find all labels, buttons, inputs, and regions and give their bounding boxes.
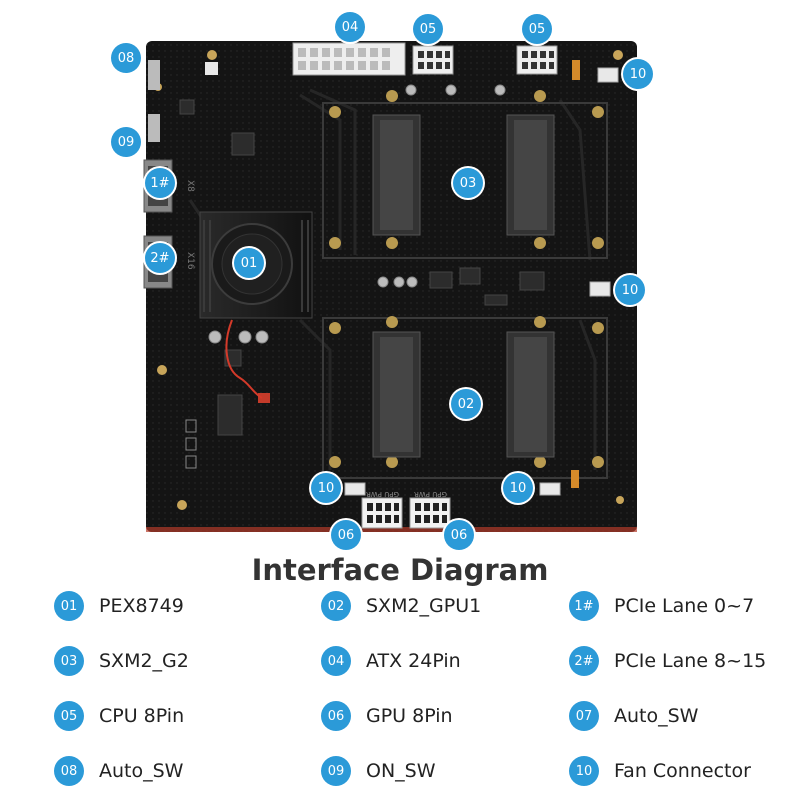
board-callout-09: 09 <box>111 127 141 157</box>
cpu-8pin-connector-b <box>516 45 558 75</box>
legend-label: PEX8749 <box>99 595 184 617</box>
legend-badge: 08 <box>54 756 84 786</box>
legend-item-2hash: 2# PCIe Lane 8~15 <box>569 644 766 678</box>
board-photo-area: X8 X16 <box>111 12 653 550</box>
board-callout-06: 06 <box>444 520 474 550</box>
legend-item-01: 01 PEX8749 <box>54 589 184 623</box>
pcb-board: X8 X16 <box>143 41 637 532</box>
legend-item-03: 03 SXM2_G2 <box>54 644 189 678</box>
legend-label: SXM2_G2 <box>99 650 189 672</box>
legend-item-1hash: 1# PCIe Lane 0~7 <box>569 589 754 623</box>
legend-label: Auto_SW <box>99 760 184 782</box>
legend-item-02: 02 SXM2_GPU1 <box>321 589 481 623</box>
board-callout-10: 10 <box>623 59 653 89</box>
fan-headers <box>344 67 619 496</box>
legend-label: PCIe Lane 8~15 <box>614 650 767 672</box>
legend-item-09: 09 ON_SW <box>321 754 436 788</box>
red-connector <box>258 393 270 403</box>
board-callout-02: 02 <box>451 389 481 419</box>
legend-badge: 09 <box>321 756 351 786</box>
legend-badge: 05 <box>54 701 84 731</box>
legend-label: CPU 8Pin <box>99 705 185 727</box>
orange-component <box>572 60 580 80</box>
legend-label: ATX 24Pin <box>366 650 461 672</box>
sxm2-slot-02 <box>322 316 608 479</box>
legend-item-07: 07 Auto_SW <box>569 699 698 733</box>
board-callout-10: 10 <box>503 473 533 503</box>
legend-label: GPU 8Pin <box>366 705 453 727</box>
legend-item-05: 05 CPU 8Pin <box>54 699 184 733</box>
board-callout-01: 01 <box>234 248 264 278</box>
board-callout-1hash: 1# <box>145 168 175 198</box>
atx-24pin-connector <box>292 42 406 76</box>
legend-label: ON_SW <box>366 760 436 782</box>
legend-item-10: 10 Fan Connector <box>569 754 751 788</box>
legend-badge: 04 <box>321 646 351 676</box>
legend-label: Fan Connector <box>614 760 751 782</box>
gpu-8pin-connector-b <box>409 497 451 529</box>
pcb-traces <box>188 88 597 470</box>
sxm2-slot-03 <box>322 90 608 259</box>
legend-badge: 03 <box>54 646 84 676</box>
legend-item-08: 08 Auto_SW <box>54 754 183 788</box>
ic-chips <box>179 99 545 436</box>
board-callout-03: 03 <box>453 168 483 198</box>
certification-marks <box>185 419 197 469</box>
cpu-8pin-connector-a <box>412 45 454 75</box>
legend-label: Auto_SW <box>614 705 699 727</box>
board-callout-10: 10 <box>615 275 645 305</box>
legend-badge: 06 <box>321 701 351 731</box>
board-callout-04: 04 <box>335 12 365 42</box>
white-header-top-left <box>205 62 218 75</box>
legend-badge: 2# <box>569 646 599 676</box>
capacitors <box>208 84 506 344</box>
silkscreen-gpu-pwr-label: GPU PWR <box>414 490 447 498</box>
legend-item-04: 04 ATX 24Pin <box>321 644 461 678</box>
legend-badge: 02 <box>321 591 351 621</box>
switches <box>148 60 160 142</box>
legend-badge: 1# <box>569 591 599 621</box>
silkscreen-gpu-pwr-label: GPU PWR <box>366 490 399 498</box>
board-callout-10: 10 <box>311 473 341 503</box>
fan-wire <box>225 319 263 399</box>
legend-label: PCIe Lane 0~7 <box>614 595 755 617</box>
board-callout-06: 06 <box>331 520 361 550</box>
gpu-8pin-connector-a <box>361 497 403 529</box>
board-callout-2hash: 2# <box>145 243 175 273</box>
board-callout-08: 08 <box>111 43 141 73</box>
silkscreen-x16-label: X16 <box>185 252 195 270</box>
legend-badge: 01 <box>54 591 84 621</box>
legend-badge: 10 <box>569 756 599 786</box>
orange-component-2 <box>571 470 579 488</box>
legend-badge: 07 <box>569 701 599 731</box>
silkscreen-x8-label: X8 <box>185 180 195 192</box>
legend-label: SXM2_GPU1 <box>366 595 482 617</box>
board-callout-05: 05 <box>413 14 443 44</box>
board-callout-05: 05 <box>522 14 552 44</box>
legend-item-06: 06 GPU 8Pin <box>321 699 453 733</box>
diagram-title: Interface Diagram <box>251 553 549 587</box>
